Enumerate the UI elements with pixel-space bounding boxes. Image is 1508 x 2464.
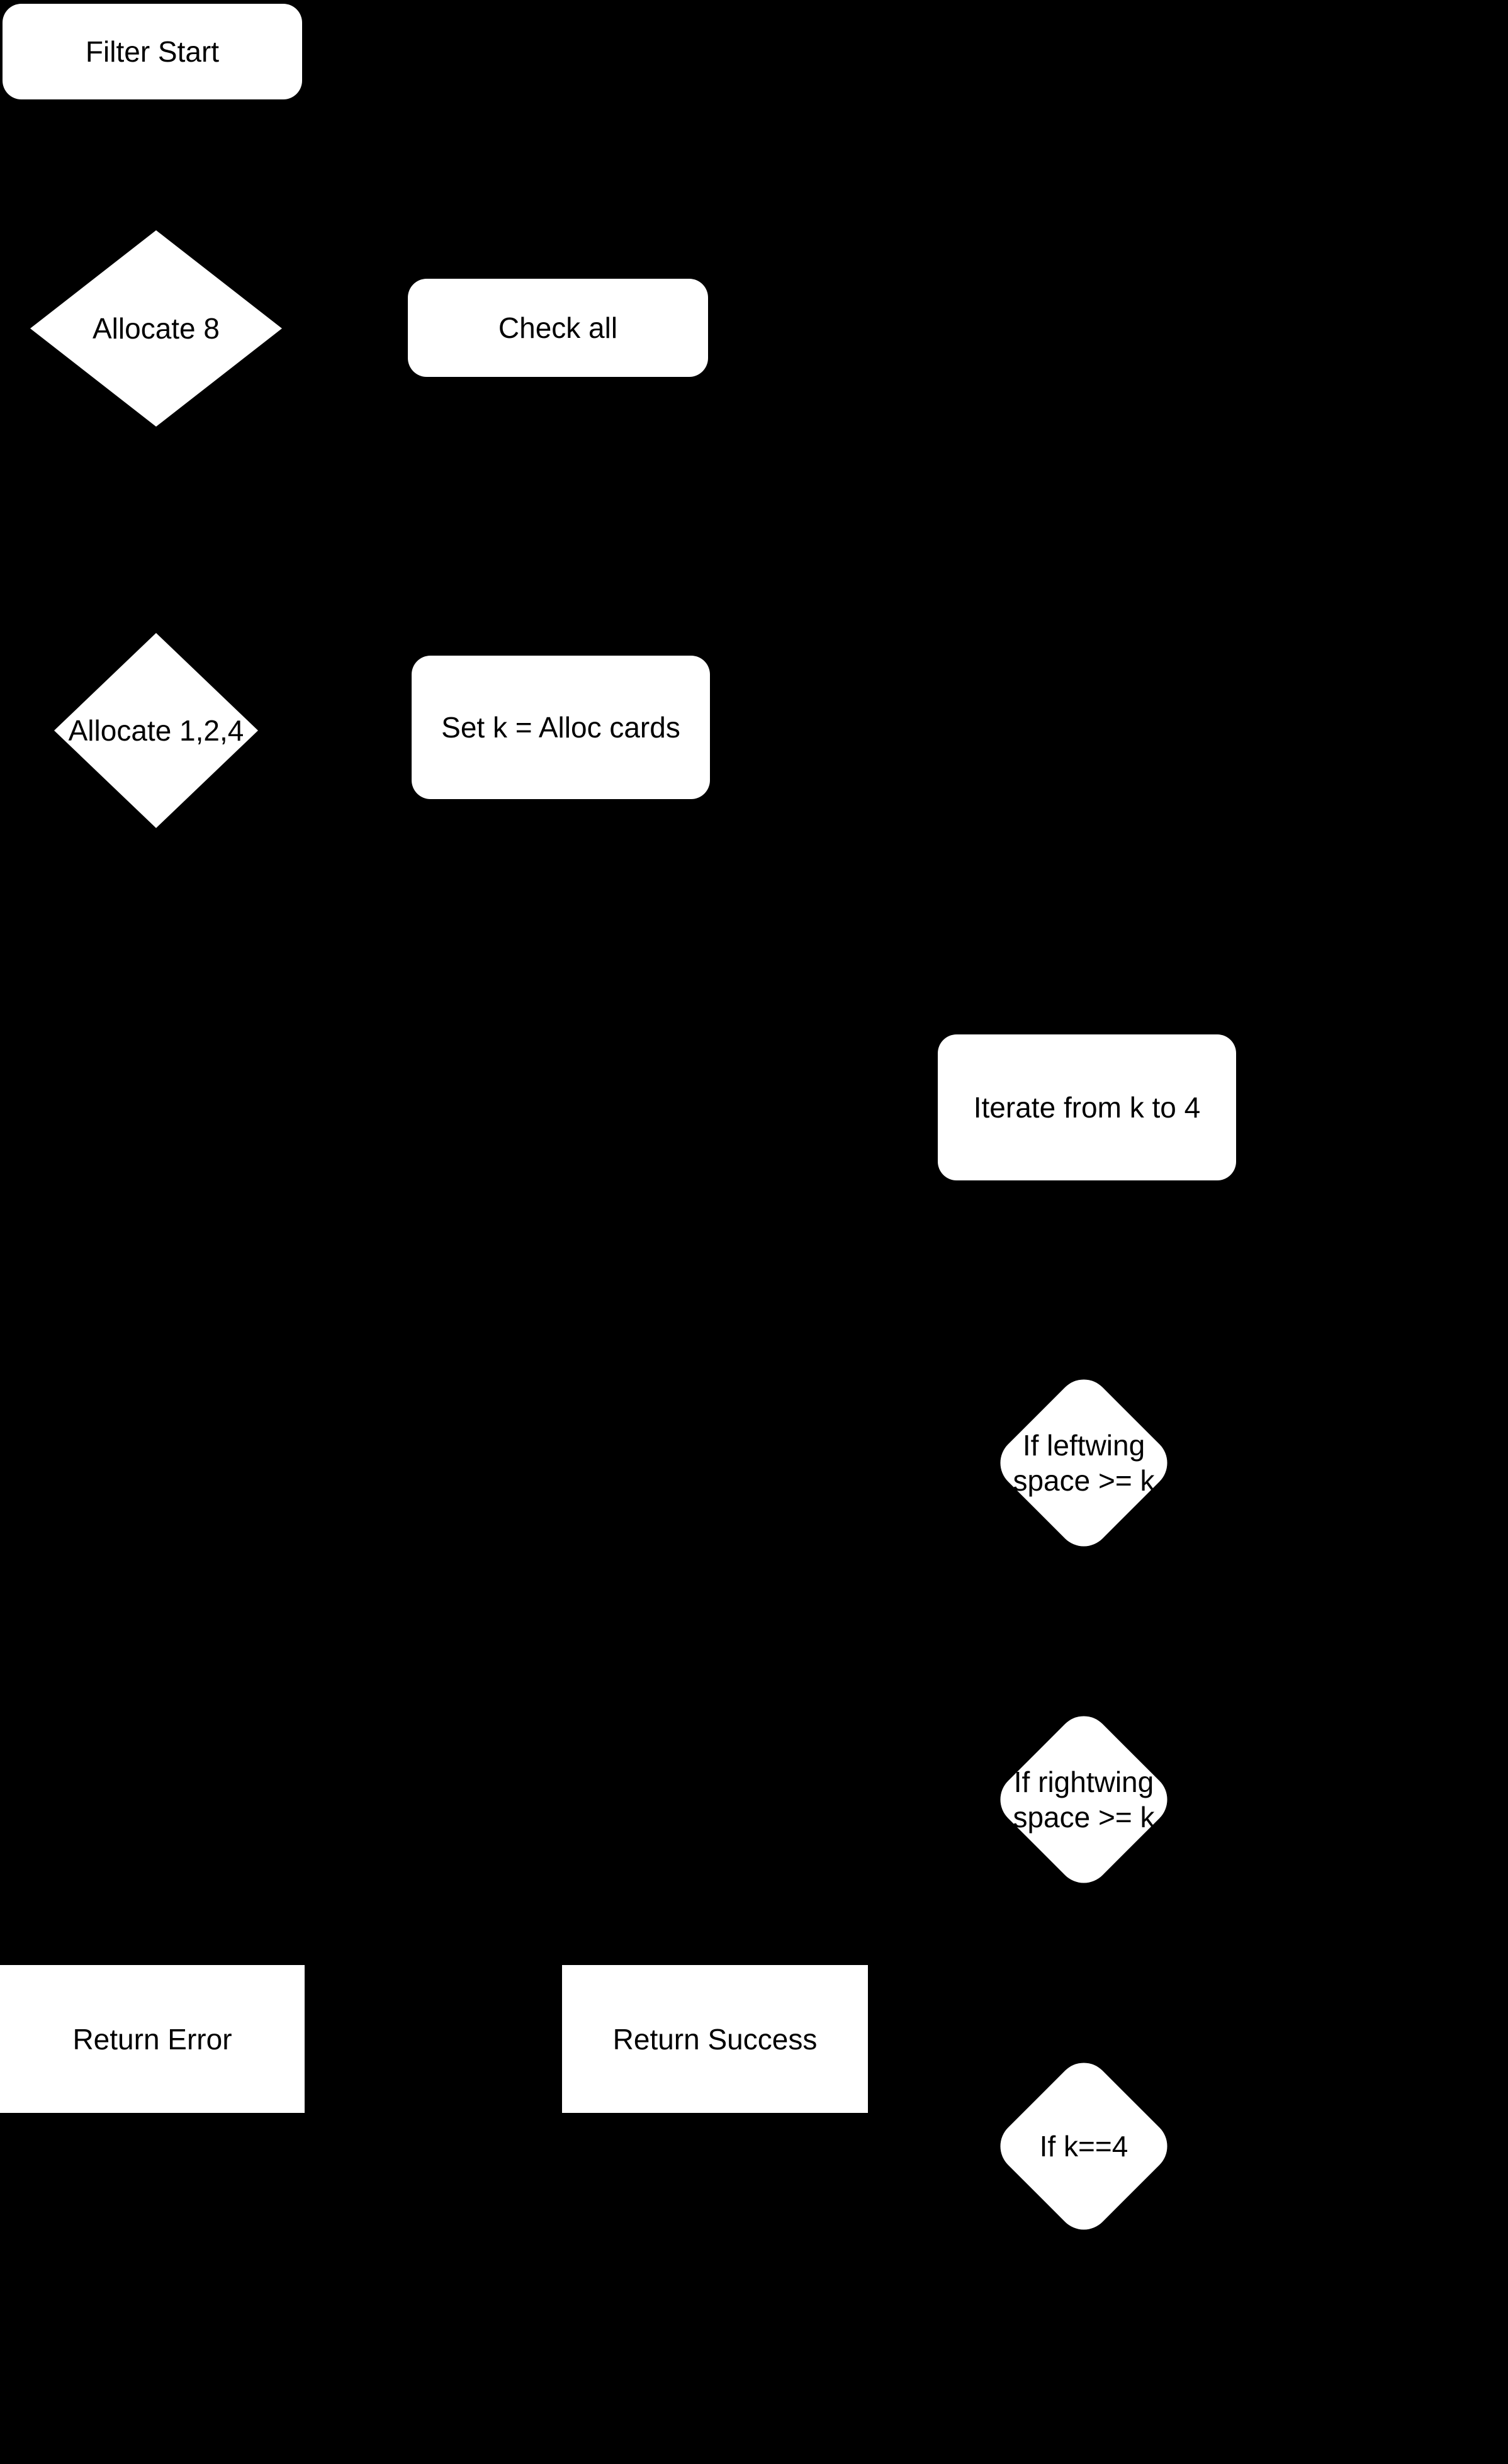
node-label: If k==4 <box>1039 2130 1128 2163</box>
node-label: Allocate 8 <box>92 312 220 345</box>
node-if-leftwing: If leftwing space >= k <box>989 1369 1178 1557</box>
node-check-all: Check all <box>408 279 708 377</box>
node-allocate-1-2-4: Allocate 1,2,4 <box>54 633 258 828</box>
node-if-k-eq-4: If k==4 <box>989 2052 1178 2241</box>
node-label: Allocate 1,2,4 <box>68 714 244 747</box>
node-allocate-8: Allocate 8 <box>30 230 282 427</box>
node-if-rightwing: If rightwing space >= k <box>989 1705 1178 1894</box>
node-iterate-k-to-4: Iterate from k to 4 <box>938 1034 1236 1180</box>
node-filter-start: Filter Start <box>3 4 302 99</box>
node-set-k: Set k = Alloc cards <box>412 656 710 799</box>
node-return-success: Return Success <box>562 1965 868 2113</box>
node-label: If leftwing space >= k <box>1013 1429 1155 1497</box>
node-return-error: Return Error <box>0 1965 305 2113</box>
node-label: If rightwing space >= k <box>1013 1766 1155 1834</box>
